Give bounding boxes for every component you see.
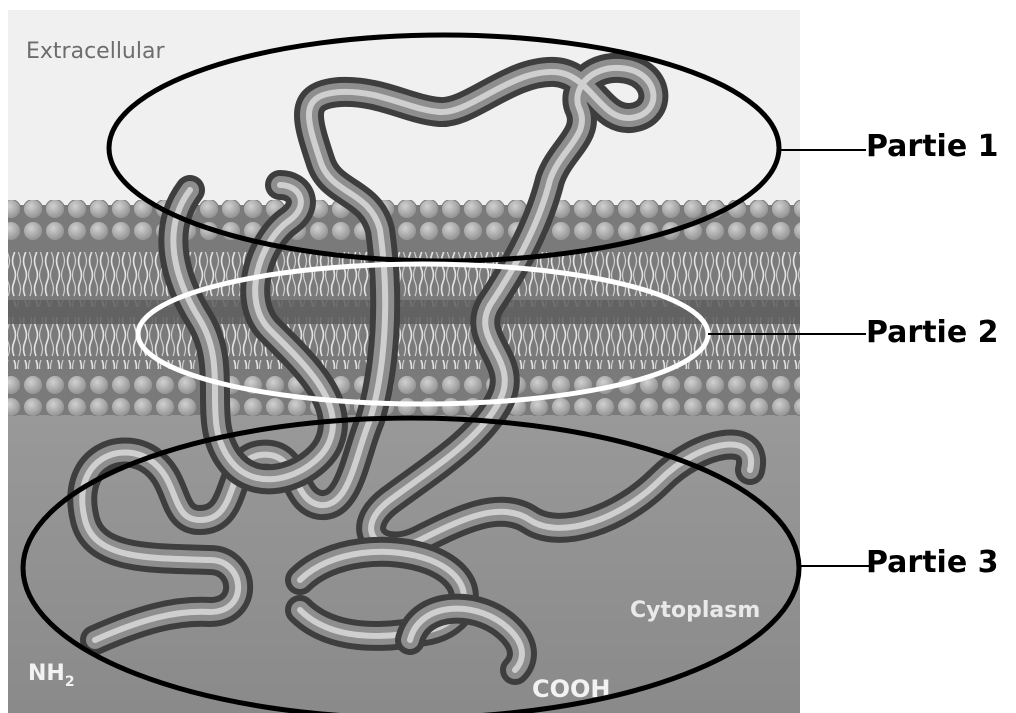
extracellular-label: Extracellular [26,39,165,64]
part-1-label: Partie 1 [866,132,999,162]
lipid-bilayer [8,200,800,416]
part-2-label: Partie 2 [866,318,999,348]
part-3-label: Partie 3 [866,548,999,578]
cytoplasm-label: Cytoplasm [630,598,760,623]
